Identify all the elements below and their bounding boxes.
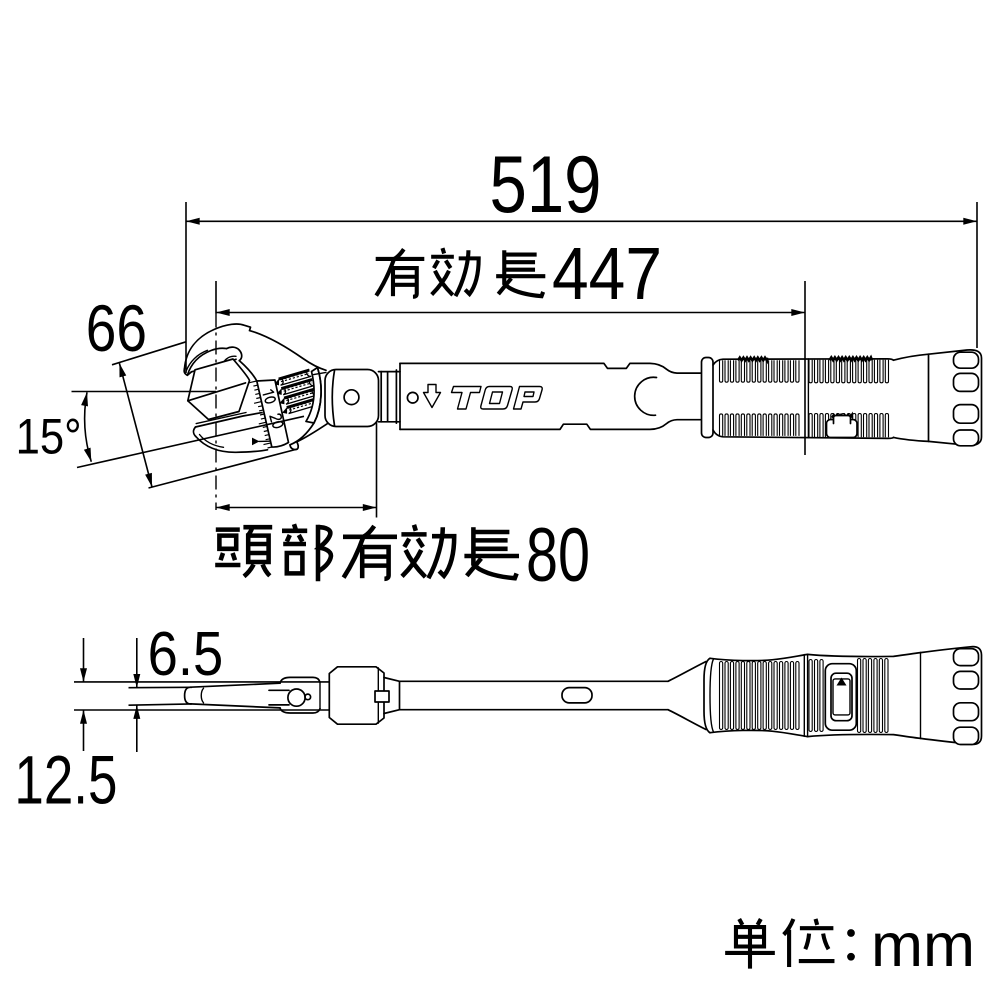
unit-note-unit: mm [871,911,975,980]
dimension-line [118,362,153,488]
slider-arrow-icon [836,677,847,686]
handle-grip-bottom-view [667,651,922,740]
dim-head-effective-length-value: 80 [526,513,590,598]
end-cap-bottom-view [919,645,983,746]
dimension-annotations: 519 447 80 66 15° [14,140,978,819]
finger-groove [952,429,980,447]
torque-scale-strip [249,379,290,449]
extension-line [128,703,193,706]
pivot-joint [183,323,380,454]
dim-body-thickness: 12.5 [14,638,330,819]
finger-groove [952,670,980,690]
scale-pointer-icon [252,437,260,446]
top-logo [450,385,543,410]
dim-effective-length-value: 447 [552,232,662,315]
finger-groove [952,351,980,370]
finger-groove [952,403,980,425]
dim-effective-length: 447 [215,232,806,455]
dim-head-width: 66 [86,291,298,489]
dim-body-thickness-value: 12.5 [14,742,117,819]
grip-ribs-lower [718,412,890,438]
scale-number-10 [262,389,276,404]
pivot-block [328,665,390,726]
wrench-beam [377,362,702,431]
unit-note: mm [725,911,975,980]
bottom-view-wrench [183,645,983,746]
handle-grip [700,353,930,443]
pin-mark [406,391,419,404]
dim-head-width-value: 66 [86,291,147,365]
dim-head-thickness-value: 6.5 [148,619,224,689]
extension-line [148,448,298,489]
end-cap [927,349,983,447]
down-arrow-icon [422,383,442,409]
extension-line [111,341,187,366]
beam-bottom-view [383,676,669,715]
dim-head-angle-value: 15° [16,407,82,464]
dim-head-angle: 15° [16,390,305,469]
finger-groove [952,372,980,393]
fork-cutout [633,376,658,417]
dim-head-effective-length: 80 [215,422,590,598]
angle-arc [81,392,93,463]
dim-head-thickness: 6.5 [128,619,224,752]
torque-lock-slider [824,662,858,732]
finger-groove [952,647,980,667]
dim-overall-length: 519 [185,140,978,373]
hex-nut [186,358,251,421]
top-view-wrench [183,323,983,454]
grip-clip-tab [825,414,858,439]
extension-line [76,415,305,469]
finger-groove [952,701,980,722]
beam-markings [406,383,543,410]
beam-slot [561,686,593,704]
dim-overall-length-value: 519 [490,140,602,230]
grip-ribs-bottom-view [718,657,889,734]
finger-groove [952,726,980,746]
